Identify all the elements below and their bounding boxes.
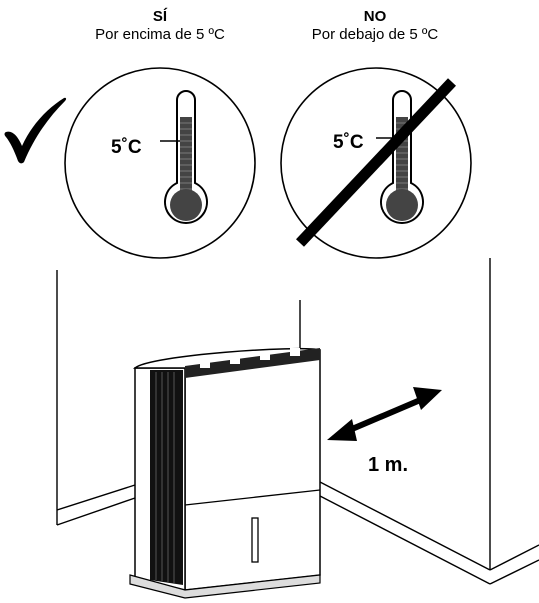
cross-out-slash-icon — [296, 78, 456, 247]
double-arrow-icon — [327, 387, 442, 441]
dehumidifier — [129, 347, 321, 599]
circle-no — [280, 67, 472, 259]
label-below-5c: NO Por debajo de 5 ºC — [275, 8, 475, 44]
label-above-5c: SÍ Por encima de 5 ºC — [60, 8, 260, 44]
no-heading: NO — [363, 8, 387, 25]
thermometer-above-5c — [64, 67, 256, 259]
thermometer-bulb — [170, 189, 202, 221]
circle-yes — [64, 67, 256, 259]
thermometer-icon — [160, 90, 208, 224]
unit-base — [129, 574, 321, 599]
control-panel — [185, 348, 320, 378]
yes-heading: SÍ — [152, 8, 168, 25]
thermometer-below-5c — [280, 67, 472, 259]
tank-seam — [184, 489, 321, 506]
temp-label-no: 5˚C — [333, 132, 364, 153]
room-walls — [56, 258, 539, 585]
thermometer-bulb — [386, 189, 418, 221]
temp-label-yes: 5˚C — [111, 137, 142, 158]
check-mark-icon — [4, 97, 67, 164]
no-subtitle: Por debajo de 5 ºC — [311, 26, 439, 43]
clearance-label: 1 m. — [368, 454, 409, 476]
yes-subtitle: Por encima de 5 ºC — [95, 26, 225, 43]
tank-handle — [251, 517, 259, 563]
air-grille — [150, 370, 183, 585]
